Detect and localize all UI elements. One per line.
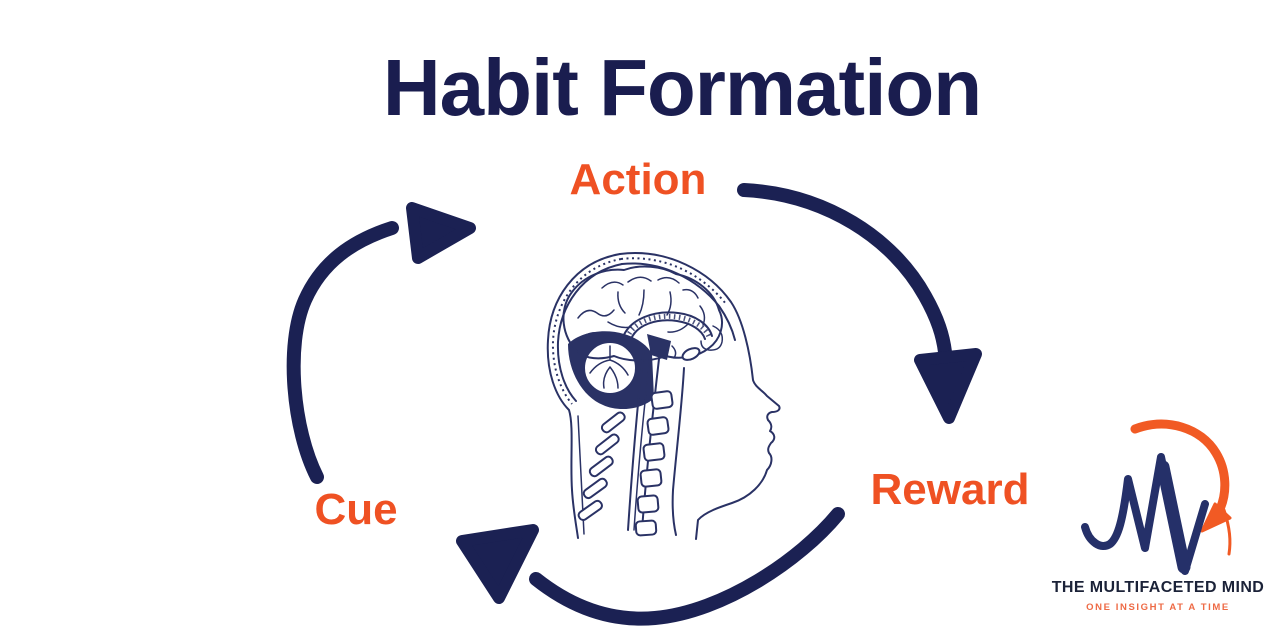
vertebrae-back [577, 411, 626, 521]
brand-logo: THE MULTIFACETED MIND ONE INSIGHT AT A T… [1040, 415, 1276, 613]
arrow-action-to-reward [737, 183, 982, 424]
arrow-reward-to-cue [456, 507, 845, 626]
cycle-label-cue: Cue [314, 485, 398, 534]
brand-tagline: ONE INSIGHT AT A TIME [1086, 602, 1230, 613]
brain-illustration-icon [546, 252, 781, 540]
cycle-label-reward: Reward [870, 465, 1030, 514]
arrow-cue-to-action [286, 202, 476, 484]
brand-name: THE MULTIFACETED MIND [1051, 579, 1265, 596]
cycle-label-action: Action [569, 155, 707, 204]
page-title: Habit Formation [382, 43, 982, 132]
logo-mark-icon [1081, 419, 1232, 575]
vertebrae-front [634, 390, 674, 537]
